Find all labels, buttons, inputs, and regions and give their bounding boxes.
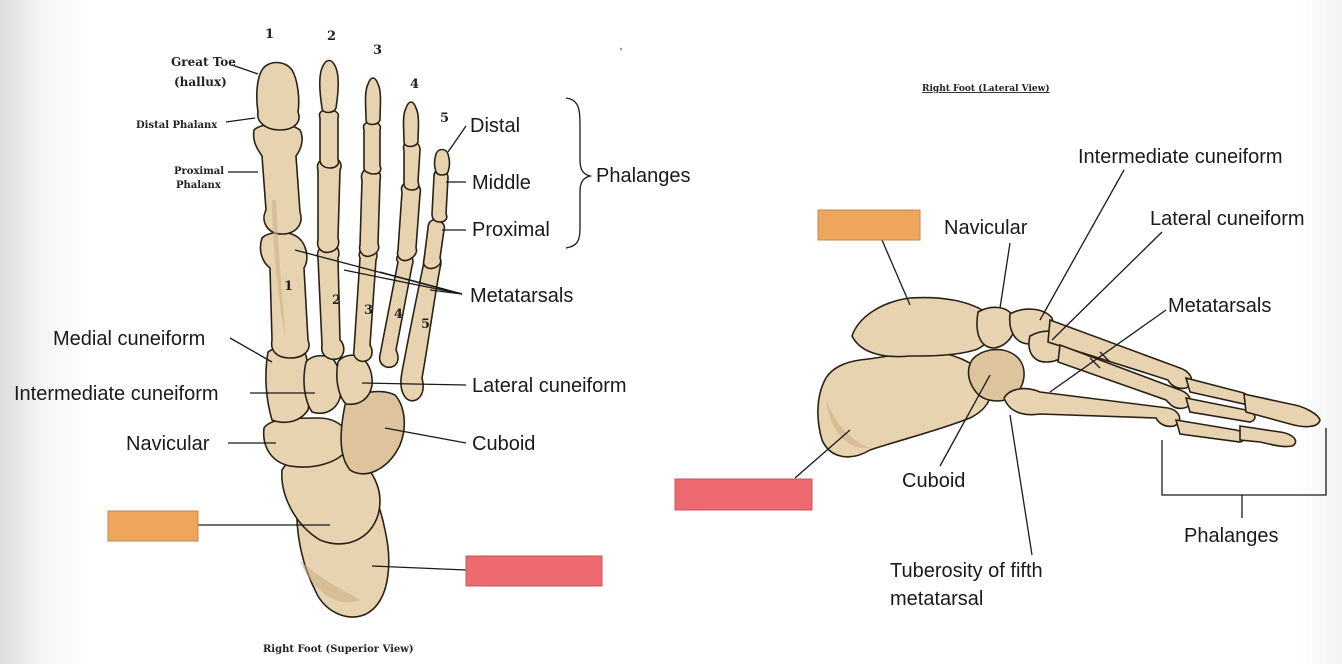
navicular-bone	[262, 417, 350, 468]
distal-phalanx-5-bone	[433, 148, 451, 176]
lateral-distal-phalanges-lower	[1239, 425, 1297, 448]
proximal-phalanx-label-line2: Phalanx	[176, 180, 222, 191]
lateral-lateral-cuneiform-label: Lateral cuneiform	[1150, 208, 1305, 230]
dot-mark	[619, 47, 623, 51]
lateral-cuneiform-bone	[336, 354, 373, 406]
hallux-label: (hallux)	[174, 75, 227, 89]
lateral-cuboid-label: Cuboid	[902, 470, 965, 492]
middle-phalanx-2-bone	[318, 109, 340, 169]
phalanges-label: Phalanges	[596, 165, 691, 187]
lateral-phalanges-label: Phalanges	[1184, 525, 1279, 547]
lateral-calcaneus-bone	[817, 351, 992, 458]
middle-phalanx-5-bone	[431, 169, 449, 223]
talus-answer-box[interactable]	[107, 510, 199, 542]
lateral-phalanges-row3	[1174, 419, 1246, 443]
proximal-phalanx-label-line1: Proximal	[174, 166, 224, 177]
proximal-phalanx-5-bone	[422, 219, 446, 270]
distal-phalanx-1-bone	[256, 61, 300, 131]
lateral-view-illustration	[817, 296, 1321, 458]
middle-label: Middle	[472, 172, 531, 194]
metatarsal-number-1: 1	[284, 279, 293, 294]
lateral-view-labels: Right Foot (Lateral View) Intermediate c…	[890, 83, 1305, 610]
lateral-talus-answer-box[interactable]	[817, 209, 921, 241]
lateral-intermediate-cuneiform-label: Intermediate cuneiform	[1078, 146, 1283, 168]
distal-phalanx-label: Distal Phalanx	[136, 120, 218, 131]
distal-label: Distal	[470, 115, 520, 137]
lateral-navicular-bone	[976, 306, 1016, 349]
calcaneus-answer-box[interactable]	[465, 555, 603, 587]
metatarsals-label: Metatarsals	[470, 285, 573, 307]
cuboid-label: Cuboid	[472, 433, 535, 455]
navicular-label: Navicular	[126, 433, 210, 455]
lateral-metatarsal-upper-bone	[1047, 318, 1193, 390]
superior-view-leader-lines	[198, 64, 593, 571]
intermediate-cuneiform-label: Intermediate cuneiform	[14, 383, 219, 405]
proximal-phalanx-4-bone	[396, 181, 422, 262]
metatarsal-number-3: 3	[364, 303, 373, 318]
metatarsal-number-4: 4	[394, 307, 403, 322]
intermediate-cuneiform-bone	[303, 354, 342, 414]
lateral-cuneiform-label: Lateral cuneiform	[472, 375, 627, 397]
metatarsal-1-bone	[259, 231, 310, 359]
great-toe-label: Great Toe	[171, 55, 236, 69]
metatarsal-number-2: 2	[332, 293, 341, 308]
toe-number-4: 4	[410, 77, 419, 92]
proximal-label: Proximal	[472, 219, 550, 241]
middle-phalanx-3-bone	[362, 121, 382, 175]
lateral-metatarsals-label: Metatarsals	[1168, 295, 1271, 317]
toe-number-1: 1	[265, 27, 274, 42]
cuboid-bone	[340, 390, 406, 475]
lateral-metatarsal-middle-bone	[1057, 343, 1192, 410]
lateral-distal-phalanges	[1243, 392, 1321, 428]
tuberosity-label-line1: Tuberosity of fifth	[890, 560, 1043, 582]
superior-view-title: Right Foot (Superior View)	[263, 644, 414, 655]
lateral-calcaneus-answer-box[interactable]	[674, 478, 813, 511]
distal-phalanx-3-bone	[364, 77, 382, 126]
superior-view-illustration	[252, 59, 451, 618]
lateral-view-title: Right Foot (Lateral View)	[922, 83, 1050, 94]
toe-number-3: 3	[373, 43, 382, 58]
distal-phalanx-4-bone	[402, 101, 420, 148]
middle-phalanx-4-bone	[402, 141, 421, 191]
distal-phalanx-2-bone	[318, 59, 340, 114]
proximal-phalanx-2-bone	[316, 156, 342, 254]
tuberosity-label-line2: metatarsal	[890, 588, 983, 610]
metatarsal-number-5: 5	[421, 317, 430, 332]
superior-view-labels: 1 2 3 4 5 1 2 3 4 5 Great Toe (hallux) D…	[14, 27, 691, 655]
lateral-navicular-label: Navicular	[944, 217, 1028, 239]
toe-number-5: 5	[440, 111, 449, 126]
lateral-metatarsal-fifth-bone	[1003, 387, 1181, 428]
lateral-view-leader-lines	[794, 169, 1327, 556]
medial-cuneiform-label: Medial cuneiform	[53, 328, 205, 350]
proximal-phalanx-1-bone	[252, 123, 303, 235]
lateral-talus-bone	[851, 296, 995, 358]
proximal-phalanx-3-bone	[358, 167, 382, 258]
toe-number-2: 2	[327, 29, 336, 44]
